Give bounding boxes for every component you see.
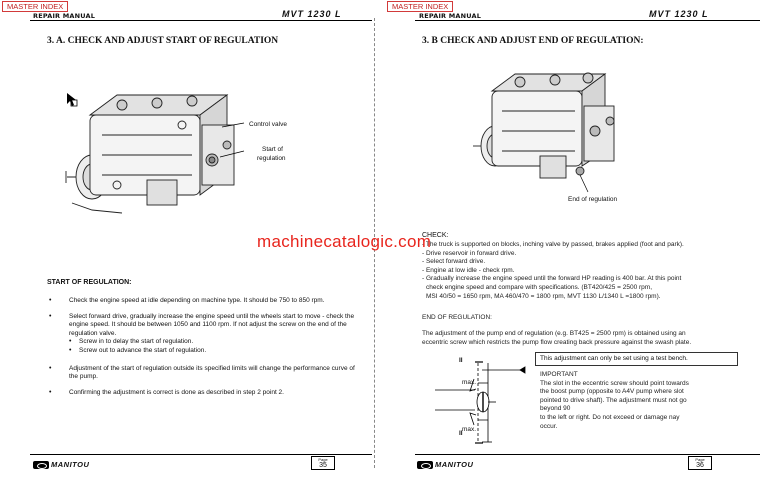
test-bench-note-box: This adjustment can only be set using a … xyxy=(535,352,738,366)
check-line: check engine speed and compare with spec… xyxy=(426,283,653,291)
page-label: Page xyxy=(318,457,328,462)
repair-manual-label-right: REPAIR MANUAL xyxy=(419,12,482,20)
end-text-line: eccentric screw which restricts the pump… xyxy=(422,338,692,346)
page-number-box-left: Page 35 xyxy=(311,456,335,470)
footer-rule-right xyxy=(415,454,760,455)
manitou-logo-icon xyxy=(417,460,433,469)
diagram-label-max-top: max. xyxy=(462,379,477,386)
important-line: to the left or right. Do not exceed or d… xyxy=(540,413,680,421)
logo-text: MANITOU xyxy=(435,460,474,469)
check-line: - The truck is supported on blocks, inch… xyxy=(422,241,684,248)
important-line: The slot in the eccentric screw should p… xyxy=(540,379,689,387)
check-line: - Gradually increase the engine speed un… xyxy=(422,275,682,283)
diagram-label-ii-top: II xyxy=(459,357,463,364)
page-number-box-right: Page 36 xyxy=(688,456,712,470)
section-title-left: 3. A. CHECK AND ADJUST START OF REGULATI… xyxy=(47,36,279,46)
important-line: pointed to drive shaft). The adjustment … xyxy=(540,396,687,404)
manitou-logo-left: MANITOU xyxy=(33,459,89,470)
model-title-left: MVT 1230 L xyxy=(282,9,342,19)
important-heading: IMPORTANT xyxy=(540,371,578,378)
header-rule-left xyxy=(30,20,372,21)
logo-text: MANITOU xyxy=(51,460,90,469)
footer-rule-left xyxy=(30,454,372,455)
section-title-right: 3. B CHECK AND ADJUST END OF REGULATION: xyxy=(422,36,644,46)
cursor-arrow-icon xyxy=(67,93,78,107)
diagram-label-max-bottom: max. xyxy=(462,426,477,433)
page-spine-divider xyxy=(374,18,375,468)
sub-bullet-text: Screw out to advance the start of regula… xyxy=(79,346,207,354)
check-line: - Engine at low idle - check rpm. xyxy=(422,266,515,274)
end-text-line: The adjustment of the pump end of regula… xyxy=(422,330,686,337)
bullet-item: Check the engine speed at idle depending… xyxy=(47,297,362,306)
check-line: - Select forward drive. xyxy=(422,258,486,266)
important-line: the boost pump (opposite to A4V pump whe… xyxy=(540,388,684,396)
master-index-link-right[interactable]: MASTER INDEX xyxy=(387,1,454,12)
bullet-item: Adjustment of the start of regulation ou… xyxy=(47,365,362,382)
bullet-text: Check the engine speed at idle depending… xyxy=(69,297,325,304)
sub-bullet-item: Screw out to advance the start of regula… xyxy=(47,347,362,356)
page-number: 35 xyxy=(319,462,327,469)
bullet-text: Confirming the adjustment is correct is … xyxy=(69,388,284,396)
check-steps: - The truck is supported on blocks, inch… xyxy=(422,241,762,301)
start-regulation-bullet-list: Check the engine speed at idle depending… xyxy=(47,297,362,404)
watermark: machinecatalogic.com xyxy=(257,232,432,251)
end-regulation-description: The adjustment of the pump end of regula… xyxy=(422,330,764,347)
callout-end-of-regulation: End of regulation xyxy=(568,196,618,203)
page-number: 36 xyxy=(696,462,704,469)
model-title-right: MVT 1230 L xyxy=(649,9,709,19)
hydraulic-pump-illustration-left xyxy=(65,94,245,214)
eccentric-screw-diagram xyxy=(435,361,526,444)
sub-bullet-item: Screw in to delay the start of regulatio… xyxy=(47,338,362,347)
manitou-logo-right: MANITOU xyxy=(417,459,473,470)
page-label: Page xyxy=(695,457,705,462)
callout-start-of: Start of xyxy=(262,146,283,153)
check-line: MSI 40/50 = 1650 rpm, MA 460/470 = 1800 … xyxy=(426,292,661,300)
end-of-regulation-heading: END OF REGULATION: xyxy=(422,314,492,321)
bullet-text: Adjustment of the start of regulation ou… xyxy=(69,364,355,381)
important-line: occur. xyxy=(540,422,558,430)
master-index-link-left[interactable]: MASTER INDEX xyxy=(2,1,69,12)
hydraulic-pump-illustration-right xyxy=(473,72,615,193)
bullet-text: Select forward drive, gradually increase… xyxy=(69,312,355,337)
check-line: - Drive reservoir in forward drive. xyxy=(422,249,517,257)
important-line: beyond 90 xyxy=(540,405,571,413)
start-of-regulation-heading: START OF REGULATION: xyxy=(47,279,132,286)
sub-bullet-text: Screw in to delay the start of regulatio… xyxy=(79,338,194,346)
diagram-label-ii-bottom: II xyxy=(459,430,463,437)
bullet-item: Confirming the adjustment is correct is … xyxy=(47,389,362,398)
check-heading: CHECK: xyxy=(422,232,449,239)
callout-control-valve: Control valve xyxy=(249,121,287,128)
important-note: IMPORTANT The slot in the eccentric scre… xyxy=(540,371,720,431)
callout-regulation: regulation xyxy=(257,155,286,162)
bullet-item: Select forward drive, gradually increase… xyxy=(47,313,362,339)
left-page: MASTER INDEX REPAIR MANUAL MVT 1230 L 3.… xyxy=(0,0,384,491)
header-rule-right xyxy=(415,20,760,21)
repair-manual-label-left: REPAIR MANUAL xyxy=(33,12,96,20)
manitou-logo-icon xyxy=(33,460,49,469)
